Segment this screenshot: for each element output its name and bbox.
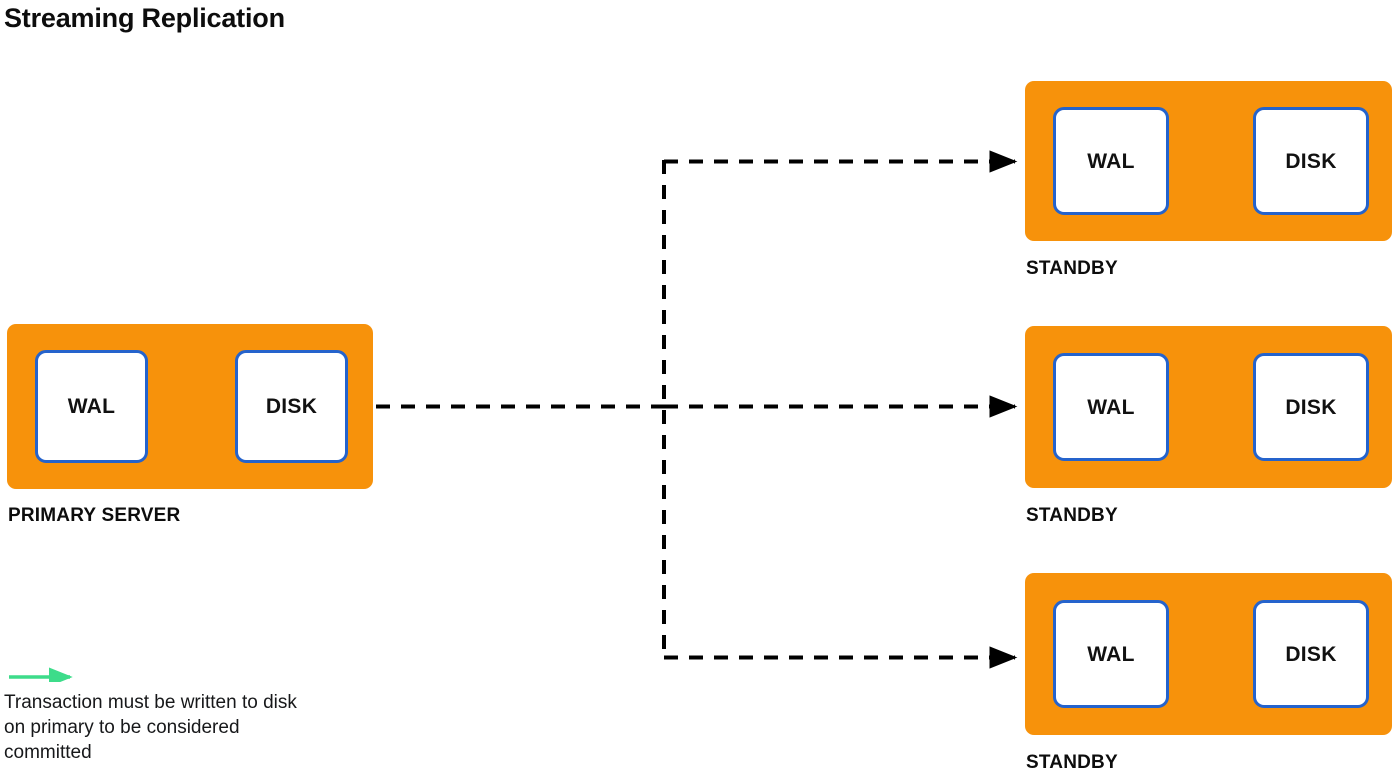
- standby-3-wal-label: WAL: [1087, 642, 1135, 666]
- standby-2-disk-label: DISK: [1285, 395, 1337, 419]
- primary-server-group[interactable]: WAL DISK: [7, 324, 373, 489]
- standby-2-group[interactable]: WAL DISK: [1025, 326, 1392, 488]
- standby-2-wal-node[interactable]: WAL: [1053, 353, 1169, 461]
- standby-3-wal-node[interactable]: WAL: [1053, 600, 1169, 708]
- standby-1-wal-label: WAL: [1087, 149, 1135, 173]
- standby-2-wal-label: WAL: [1087, 395, 1135, 419]
- legend: Transaction must be written to disk on p…: [4, 662, 334, 765]
- standby-1-wal-node[interactable]: WAL: [1053, 107, 1169, 215]
- standby-3-disk-node[interactable]: DISK: [1253, 600, 1369, 708]
- standby-3-label: STANDBY: [1026, 752, 1118, 773]
- standby-3-disk-label: DISK: [1285, 642, 1337, 666]
- page-title: Streaming Replication: [4, 3, 285, 33]
- legend-arrow-swatch: [4, 662, 84, 687]
- primary-wal-label: WAL: [67, 395, 116, 418]
- standby-2-label: STANDBY: [1026, 505, 1118, 526]
- primary-disk-node[interactable]: DISK: [235, 350, 348, 463]
- standby-2-disk-node[interactable]: DISK: [1253, 353, 1369, 461]
- primary-disk-label: DISK: [265, 395, 318, 418]
- standby-1-label: STANDBY: [1026, 258, 1118, 279]
- primary-wal-node[interactable]: WAL: [35, 350, 148, 463]
- standby-1-disk-node[interactable]: DISK: [1253, 107, 1369, 215]
- legend-description: Transaction must be written to disk on p…: [4, 692, 297, 763]
- standby-1-disk-label: DISK: [1285, 149, 1337, 173]
- standby-3-group[interactable]: WAL DISK: [1025, 573, 1392, 735]
- standby-1-group[interactable]: WAL DISK: [1025, 81, 1392, 241]
- primary-server-label: PRIMARY SERVER: [8, 505, 181, 526]
